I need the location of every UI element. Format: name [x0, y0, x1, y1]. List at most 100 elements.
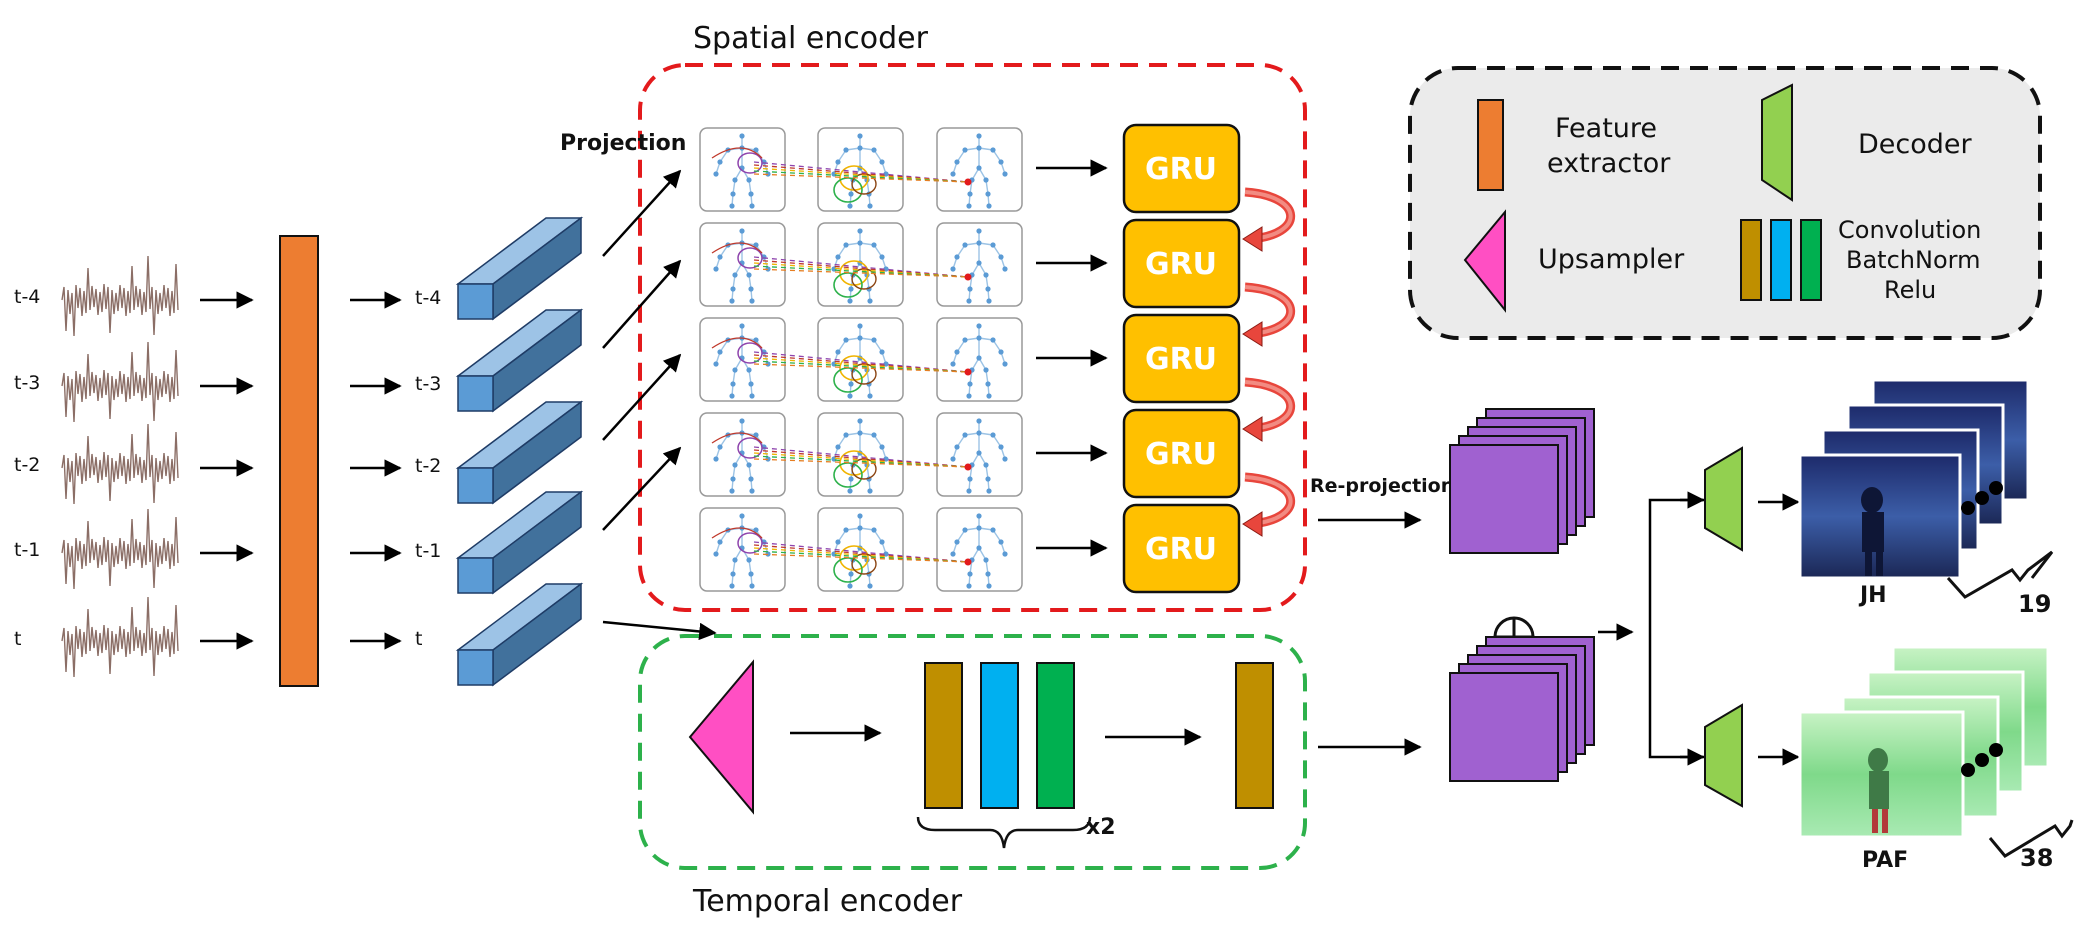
skeleton-joint	[1002, 551, 1008, 557]
skeleton-joint	[729, 298, 735, 304]
skeleton-joint	[883, 266, 889, 272]
paf-label: PAF	[1862, 848, 1908, 873]
reprojection-label: Re-projection	[1310, 475, 1454, 497]
recurrent-arrow-body	[1244, 377, 1296, 434]
skeleton-joint	[848, 286, 854, 292]
skeleton-joint	[976, 430, 982, 436]
skeleton-joint	[867, 393, 873, 399]
skeleton-joint	[998, 539, 1004, 545]
skeleton-joint	[976, 165, 982, 171]
skeleton-joint	[857, 525, 863, 531]
timestep-label: t	[14, 628, 21, 650]
attention-ellipse-purple	[737, 152, 763, 174]
feature-timestep-label: t	[415, 628, 422, 650]
legend-upsampler-label: Upsampler	[1538, 244, 1685, 275]
skeleton-joint	[857, 133, 863, 139]
skeleton-joint	[748, 286, 754, 292]
skeleton-joint	[739, 133, 745, 139]
skeleton-joint	[749, 583, 755, 589]
skeleton-joint	[739, 418, 745, 424]
skeleton-joint	[983, 367, 989, 373]
attention-arc	[711, 242, 763, 254]
target-joint-marker	[964, 558, 972, 566]
temporal-final-conv-block	[1235, 662, 1274, 809]
skeleton-joint	[990, 337, 996, 343]
skeleton-joint	[954, 159, 960, 165]
skeleton-joint	[730, 286, 736, 292]
skeleton-joint	[976, 525, 982, 531]
skeleton-joint	[732, 367, 738, 373]
gru-block	[1122, 313, 1241, 404]
convolution-block	[924, 662, 963, 809]
skeleton-joint	[843, 527, 849, 533]
skeleton-joint	[976, 355, 982, 361]
x2-label: x2	[1086, 815, 1116, 840]
jh-count-label: 19	[2018, 590, 2051, 618]
skeleton-joint	[732, 557, 738, 563]
skeleton-joint	[739, 513, 745, 519]
skeleton-joint	[835, 539, 841, 545]
skeleton-joint	[713, 456, 719, 462]
skeleton-joint	[748, 381, 754, 387]
skeleton-joint	[835, 254, 841, 260]
skeleton-joint	[730, 191, 736, 197]
timestep-label: t-2	[14, 454, 40, 476]
skeleton-joint	[883, 171, 889, 177]
skeleton-joint	[962, 432, 968, 438]
skeleton-joint	[857, 335, 863, 341]
legend-feature-extractor-icon	[1477, 99, 1504, 191]
skeleton-joint	[748, 571, 754, 577]
skeleton-joint	[985, 381, 991, 387]
arrow-projection	[602, 353, 682, 441]
skeleton-joint	[976, 545, 982, 551]
feature-timestep-label: t-1	[415, 540, 441, 562]
skeleton-joint	[1002, 266, 1008, 272]
skeleton-joint	[966, 488, 972, 494]
skeleton-joint	[966, 298, 972, 304]
skeleton-joint	[950, 551, 956, 557]
skeleton-joint	[847, 583, 853, 589]
recurrent-arrow-head	[1242, 226, 1263, 252]
skeleton-joint	[879, 539, 885, 545]
skeleton-joint	[843, 147, 849, 153]
skeleton-joint	[976, 228, 982, 234]
skeleton-joint	[976, 418, 982, 424]
skeleton-joint	[717, 539, 723, 545]
skeleton-joint	[729, 393, 735, 399]
skeleton-joint	[871, 432, 877, 438]
skeleton-joint	[954, 254, 960, 260]
skeleton-joint	[835, 444, 841, 450]
skeleton-joint	[954, 539, 960, 545]
recurrent-arrow-body	[1244, 282, 1296, 339]
legend-convolution-label: Convolution	[1838, 216, 1981, 244]
skeleton-joint	[713, 266, 719, 272]
skeleton-joint	[867, 488, 873, 494]
skeleton-joint	[967, 571, 973, 577]
skeleton-joint	[879, 254, 885, 260]
legend-upsampler-icon	[1463, 209, 1506, 313]
skeleton-joint	[983, 462, 989, 468]
skeleton-joint	[847, 298, 853, 304]
recurrent-arrow-head	[1242, 511, 1263, 537]
skeleton-joint	[986, 393, 992, 399]
skeleton-joint	[848, 571, 854, 577]
skeleton-joint	[967, 381, 973, 387]
signal-waveform	[61, 423, 179, 505]
skeleton-joint	[998, 159, 1004, 165]
skeleton-joint	[717, 444, 723, 450]
skeleton-joint	[1002, 361, 1008, 367]
skeleton-joint	[983, 177, 989, 183]
feature-block-front	[457, 283, 494, 320]
attention-ellipse-purple	[737, 532, 763, 554]
attention-arc	[711, 432, 763, 444]
recurrent-arrow-highlight	[1244, 475, 1293, 526]
legend-feature-extractor-label-1: Feature	[1555, 113, 1657, 144]
skeleton-joint	[1002, 456, 1008, 462]
temporal-encoder-title: Temporal encoder	[692, 884, 963, 919]
arrow-projection	[602, 169, 682, 257]
spatial-encoder-title: Spatial encoder	[693, 21, 929, 56]
skeleton-joint	[871, 147, 877, 153]
feature-extractor-block	[279, 235, 319, 687]
jh-decoder-block	[1704, 446, 1743, 552]
